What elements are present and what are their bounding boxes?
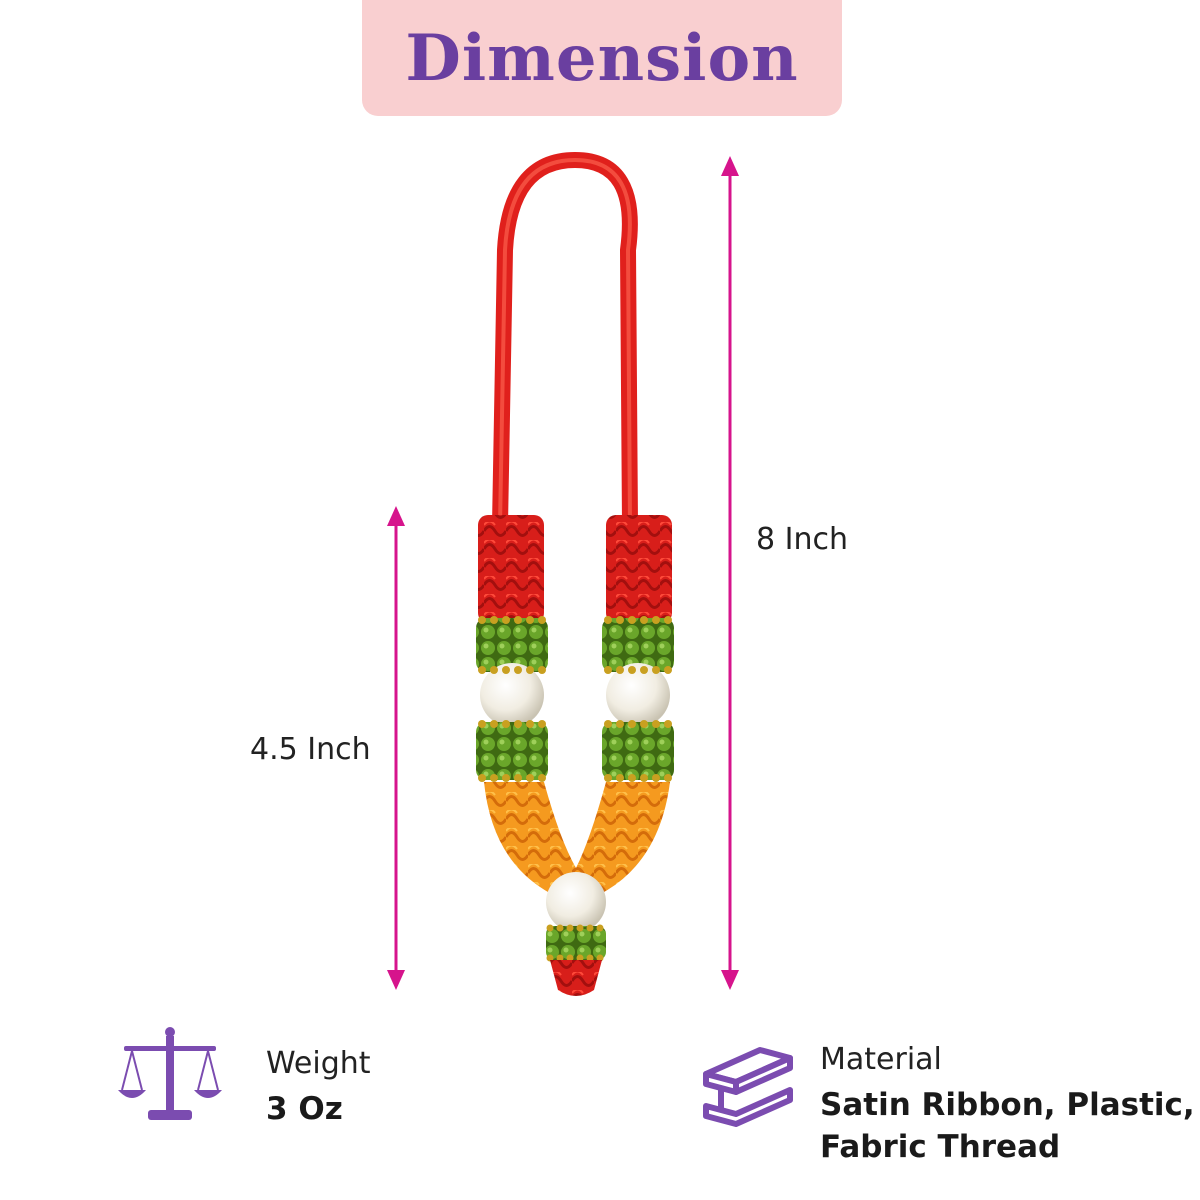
title-banner: Dimension: [362, 0, 842, 116]
weight-value: 3 Oz: [266, 1091, 343, 1127]
gold-bead-rings: [478, 616, 672, 782]
ribbon-loop: [492, 152, 638, 526]
material-value-line2: Fabric Thread: [820, 1129, 1061, 1165]
garland-height-arrow: [387, 506, 405, 990]
bottom-pearl: [546, 872, 606, 932]
left-strand: [476, 515, 548, 780]
total-height-arrow: [721, 156, 739, 990]
page-title: Dimension: [405, 20, 799, 96]
material-heading: Material: [820, 1042, 942, 1077]
weight-heading: Weight: [266, 1046, 371, 1081]
garland-height-label: 4.5 Inch: [250, 732, 371, 767]
steel-beam-icon: [703, 1047, 793, 1127]
right-strand: [602, 515, 674, 780]
total-height-label: 8 Inch: [756, 522, 848, 557]
material-value-line1: Satin Ribbon, Plastic,: [820, 1087, 1195, 1123]
marigold-base: [484, 782, 670, 892]
balance-scale-icon: [118, 1027, 222, 1120]
